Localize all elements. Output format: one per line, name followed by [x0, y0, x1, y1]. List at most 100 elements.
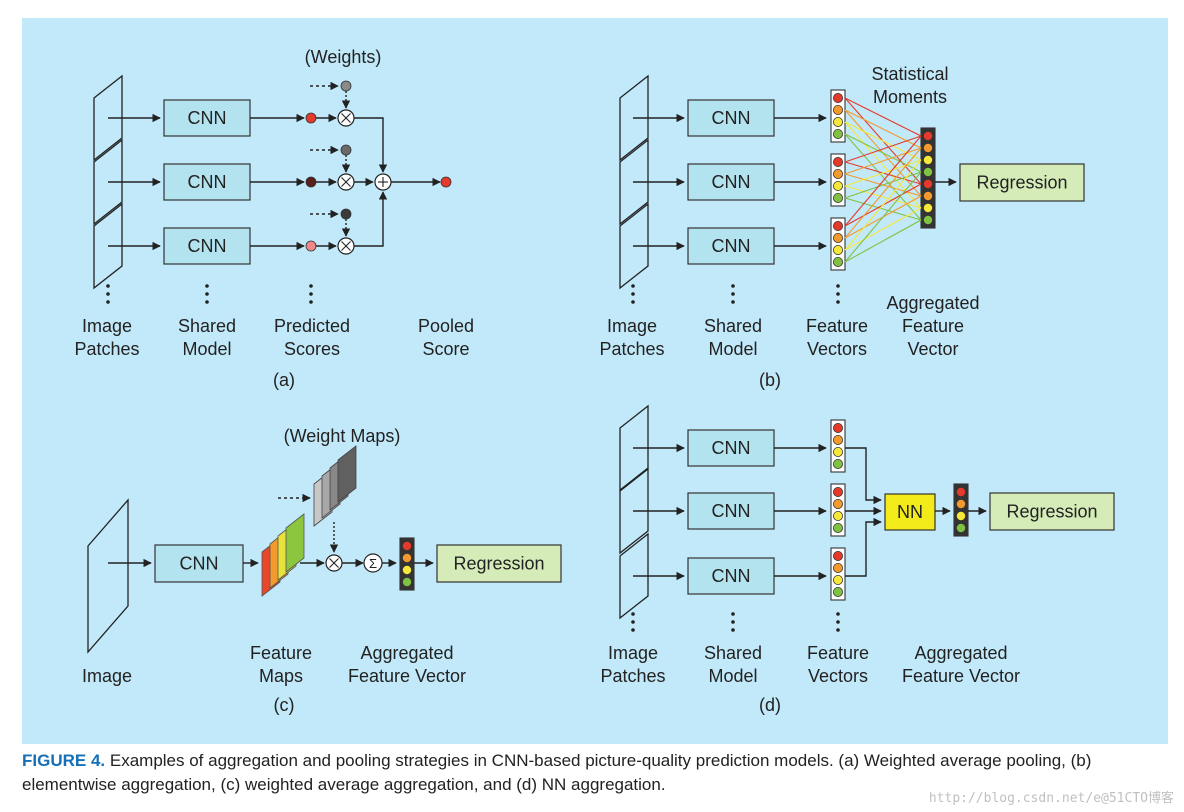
cnn-box-1 — [163, 99, 251, 137]
patch-ellipsis-dot-3 — [631, 628, 635, 632]
label-image-patches-line-2: Patches — [600, 666, 665, 686]
moment-link-24 — [844, 219, 922, 263]
label-feature-vectors-line-2: Vectors — [808, 666, 868, 686]
cnn-box-2 — [687, 163, 775, 201]
weight-dot-2 — [340, 144, 352, 156]
label-image-patches-line-2: Patches — [599, 339, 664, 359]
label-feature-vectors-line-1: Feature — [807, 643, 869, 663]
cnn-box-2 — [163, 163, 251, 201]
feature-vector-2-element-2 — [833, 168, 844, 179]
aggregated-vector-element-3 — [956, 510, 967, 521]
feature-vector-3-element-1 — [833, 551, 844, 562]
model-ellipsis-dot-2 — [731, 292, 735, 296]
moment-link-13 — [844, 159, 922, 187]
panel-tag: (c) — [274, 695, 295, 715]
patch-ellipsis-dot-2 — [631, 292, 635, 296]
label-feature-maps-line-1: Feature — [250, 643, 312, 663]
weight-maps-label: (Weight Maps) — [284, 426, 401, 446]
predicted-score-1 — [305, 112, 317, 124]
weights-label: (Weights) — [305, 47, 382, 67]
figure-panel — [22, 18, 1168, 744]
cnn-box-label: CNN — [180, 554, 219, 574]
feature-vector-3-element-4 — [833, 256, 844, 267]
label-shared-model-line-1: Shared — [704, 316, 762, 336]
feature-vector-1-element-4 — [833, 128, 844, 139]
label-aggregated-feature-vector-line-2: Feature Vector — [348, 666, 466, 686]
aggregated-vector-element-1 — [923, 130, 934, 141]
feature-vector-2-element-1 — [833, 156, 844, 167]
figure-caption: FIGURE 4. Examples of aggregation and po… — [22, 749, 1168, 797]
panel-tag: (d) — [759, 695, 781, 715]
feature-vector-3 — [830, 217, 846, 271]
moment-link-19 — [844, 147, 922, 239]
moments-label-line-2: Moments — [873, 87, 947, 107]
moment-link-3 — [844, 109, 922, 149]
feature-vector-1-element-3 — [833, 446, 844, 457]
feature-vector-2-element-3 — [833, 180, 844, 191]
moment-link-7 — [844, 133, 922, 173]
image-patch-1 — [93, 74, 123, 162]
feature-vector-3 — [830, 547, 846, 601]
cnn-box-2-label: CNN — [712, 501, 751, 521]
aggregated-vector-element-2 — [956, 498, 967, 509]
label-aggregated-feature-vector-line-1: Aggregated — [914, 643, 1007, 663]
aggregated-vector-element-4 — [401, 577, 412, 588]
regression-box-label: Regression — [453, 554, 544, 574]
weight-dot-1 — [340, 80, 352, 92]
moment-link-15 — [844, 171, 922, 199]
vector-ellipsis-dot-2 — [836, 292, 840, 296]
cnn-box-2-label: CNN — [712, 172, 751, 192]
label-aggregated-feature-vector-line-2: Feature Vector — [902, 666, 1020, 686]
cnn-box-1 — [687, 429, 775, 467]
label-shared-model-line-2: Model — [182, 339, 231, 359]
patch-ellipsis-dot-1 — [631, 284, 635, 288]
aggregated-vector-element-1 — [401, 541, 412, 552]
image-patch-2 — [619, 138, 649, 226]
moment-link-8 — [844, 133, 922, 221]
moment-link-5 — [844, 121, 922, 161]
regression-box — [436, 544, 562, 583]
feature-vector-3-element-2 — [833, 232, 844, 243]
aggregated-vector — [953, 483, 969, 537]
feature-vector-2-element-4 — [833, 192, 844, 203]
multiply-node-stroke-2 — [329, 558, 339, 568]
cnn-box-1-label: CNN — [188, 108, 227, 128]
moment-link-9 — [844, 135, 922, 163]
label-image-patches-line-1: Image — [82, 316, 132, 336]
model-ellipsis-dot-1 — [731, 284, 735, 288]
feature-map-4 — [285, 513, 305, 573]
merge-line-3 — [354, 191, 388, 247]
multiply-node-3-stroke-2 — [341, 241, 351, 251]
label-pooled-score-line-1: Pooled — [418, 316, 474, 336]
feature-vector-1 — [830, 89, 846, 143]
cnn-box-3 — [687, 557, 775, 595]
moment-link-14 — [844, 185, 922, 209]
regression-box — [959, 163, 1085, 202]
image-patch-1 — [619, 404, 649, 492]
label-shared-model-line-2: Model — [708, 339, 757, 359]
nn-box — [884, 493, 936, 531]
sum-symbol: Σ — [369, 556, 377, 571]
caption-text: Examples of aggregation and pooling stra… — [22, 751, 1092, 794]
regression-box-label: Regression — [976, 173, 1067, 193]
aggregated-vector-element-6 — [923, 190, 934, 201]
moment-link-6 — [844, 121, 922, 209]
multiply-node-2-stroke-2 — [341, 177, 351, 187]
image-patch-1 — [619, 74, 649, 162]
feature-vector-3-element-3 — [833, 575, 844, 586]
aggregated-vector-element-2 — [923, 142, 934, 153]
model-ellipsis-dot-2 — [731, 620, 735, 624]
regression-box — [989, 492, 1115, 531]
feature-vector-1-element-1 — [833, 93, 844, 104]
weight-map-4 — [337, 445, 357, 503]
moment-link-22 — [844, 207, 922, 251]
model-ellipsis-dot-2 — [205, 292, 209, 296]
image-patch-3 — [619, 202, 649, 290]
label-shared-model-line-1: Shared — [178, 316, 236, 336]
cnn-box-1-label: CNN — [712, 108, 751, 128]
weight-dot-3 — [340, 208, 352, 220]
nn-box-label: NN — [897, 502, 923, 522]
label-predicted-scores-line-1: Predicted — [274, 316, 350, 336]
